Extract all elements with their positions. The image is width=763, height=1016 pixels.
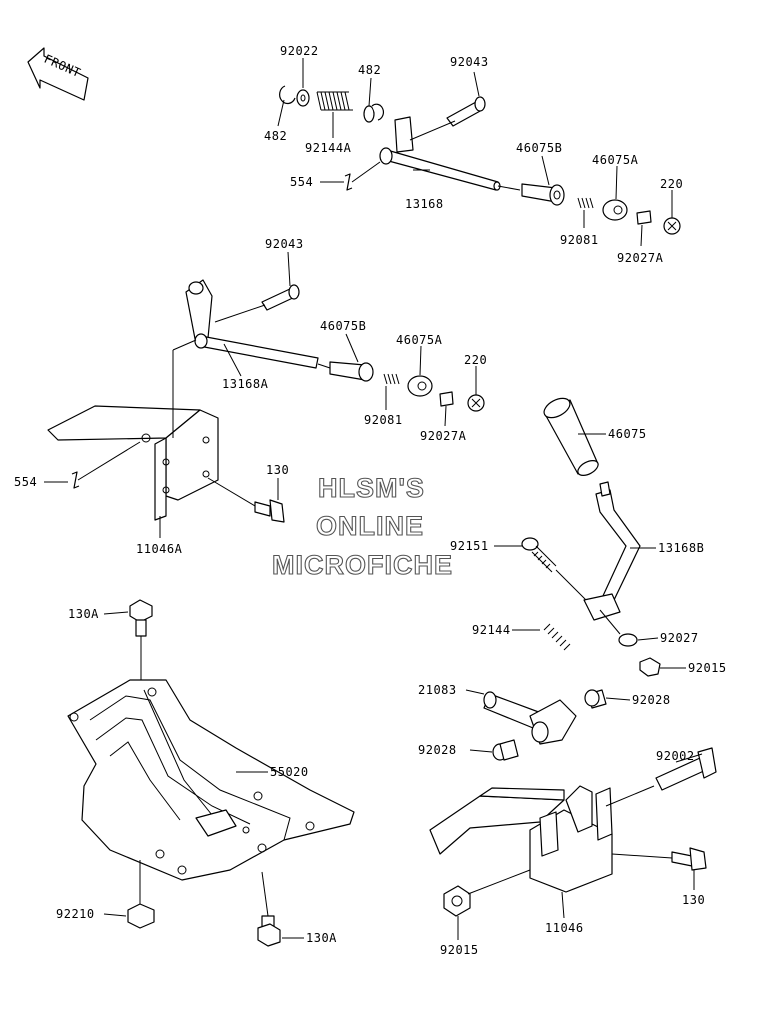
washer-92027 [618, 633, 638, 647]
collar-92027A [636, 210, 652, 225]
label-92043-mid: 92043 [265, 237, 304, 251]
label-46075B-mid: 46075B [320, 319, 366, 333]
label-11046: 11046 [545, 921, 584, 935]
nut-92015 [639, 657, 661, 677]
label-92210: 92210 [56, 907, 95, 921]
label-220-top: 220 [660, 177, 683, 191]
shaft-13168A [198, 335, 319, 369]
nut-92210 [127, 860, 155, 929]
label-92144A: 92144A [305, 141, 352, 155]
bolt-130-b [611, 847, 707, 871]
front-arrow-icon: FRONT [27, 47, 89, 101]
label-130-bottom: 130 [682, 893, 705, 907]
label-554-top: 554 [290, 175, 313, 189]
skid-plate-55020 [67, 679, 355, 881]
label-92027A-top: 92027A [617, 251, 664, 265]
label-130-mid: 130 [266, 463, 289, 477]
label-482-top: 482 [358, 63, 381, 77]
label-482-left: 482 [264, 129, 287, 143]
clip-554-b [71, 471, 80, 489]
watermark: HLSM'S ONLINE MICROFICHE [271, 472, 453, 580]
label-130A-bottom: 130A [306, 931, 337, 945]
knob-46075A [602, 199, 628, 221]
label-13168B: 13168B [658, 541, 704, 555]
label-92027A-mid: 92027A [420, 429, 467, 443]
label-92043-top: 92043 [450, 55, 489, 69]
label-92015-bottom: 92015 [440, 943, 479, 957]
label-92028-right: 92028 [632, 693, 671, 707]
label-92081-mid: 92081 [364, 413, 403, 427]
assembly-11046 [429, 689, 717, 917]
label-92144: 92144 [472, 623, 511, 637]
lever-arm [185, 279, 213, 345]
shaft-13168 [379, 116, 501, 191]
label-554-mid: 554 [14, 475, 37, 489]
label-46075B-top: 46075B [516, 141, 562, 155]
leader-lines [44, 58, 703, 940]
bolt-130A-top [129, 599, 153, 690]
watermark-line-3: MICROFICHE [272, 550, 453, 580]
spring-92081 [577, 197, 594, 209]
label-92081-top: 92081 [560, 233, 599, 247]
label-92015-mid: 92015 [688, 661, 727, 675]
bolt-130 [207, 477, 285, 523]
assembly-13168A [47, 279, 485, 523]
label-46075A-mid: 46075A [396, 333, 443, 347]
bolt-92002 [655, 747, 717, 791]
label-46075A-top: 46075A [592, 153, 639, 167]
nut-92015-b [443, 885, 471, 917]
label-21083: 21083 [418, 683, 457, 697]
label-46075: 46075 [608, 427, 647, 441]
bracket-11046A [47, 339, 219, 521]
label-13168: 13168 [405, 197, 444, 211]
bracket-11046 [429, 785, 655, 893]
screw-92151 [521, 537, 587, 601]
watermark-line-1: HLSM'S [318, 473, 425, 503]
bolt-130A-bottom [257, 871, 281, 947]
snap-ring-482 [279, 85, 296, 105]
knob-46075A-b [407, 375, 433, 397]
assembly-55020 [67, 599, 355, 947]
clip-554 [344, 173, 353, 191]
label-92151: 92151 [450, 539, 489, 553]
label-92028-left: 92028 [418, 743, 457, 757]
collar-92027A-b [439, 391, 454, 407]
label-92002: 92002 [656, 749, 695, 763]
label-92022: 92022 [280, 44, 319, 58]
spring-92081-b [383, 373, 400, 385]
pin-92043 [446, 96, 486, 127]
label-13168A: 13168A [222, 377, 269, 391]
washer-92022 [296, 89, 310, 107]
label-55020: 55020 [270, 765, 309, 779]
label-11046A: 11046A [136, 542, 183, 556]
label-220-mid: 220 [464, 353, 487, 367]
assembly-13168 [279, 85, 681, 235]
label-92027: 92027 [660, 631, 699, 645]
watermark-line-2: ONLINE [316, 511, 424, 541]
spring-92144A [316, 91, 353, 111]
spring-92144 [543, 623, 571, 651]
part-labels: 92022 482 482 92043 92144A 46075B 46075A… [14, 44, 727, 957]
label-130A-top: 130A [68, 607, 99, 621]
lever-13168B [595, 489, 641, 601]
assembly-13168B [521, 397, 661, 677]
bushing-46075B [521, 183, 565, 206]
